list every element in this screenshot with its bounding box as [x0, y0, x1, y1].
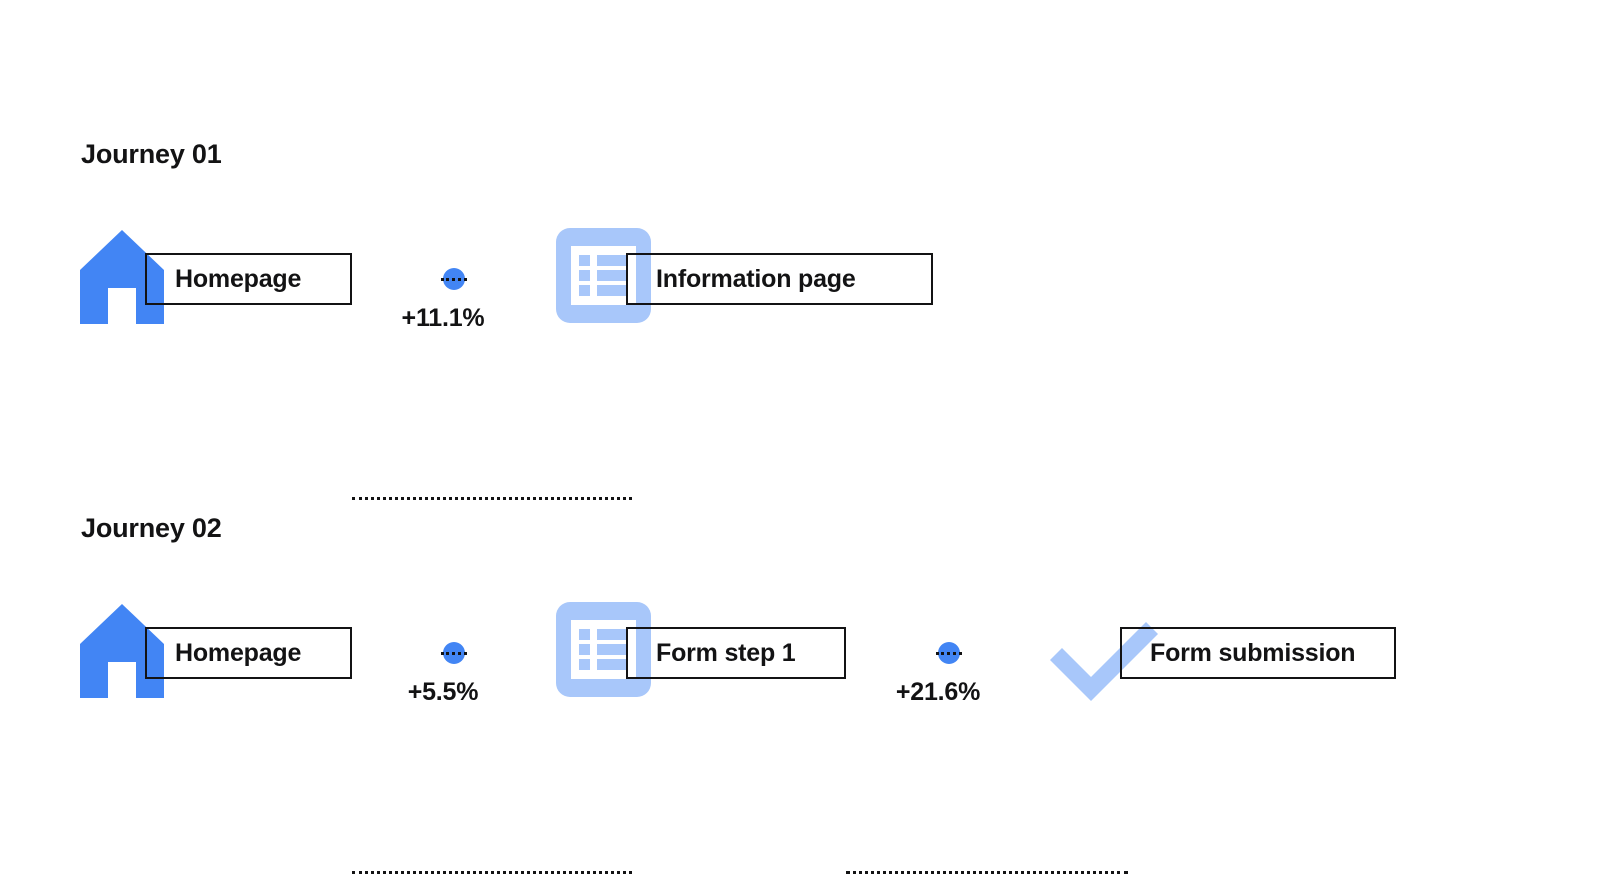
step-label-box[interactable]: Homepage [145, 253, 352, 305]
journey-title: Journey 01 [81, 139, 222, 169]
connector-line [352, 497, 632, 500]
step-label-text: Form submission [1150, 638, 1356, 667]
step-label-box[interactable]: Form step 1 [626, 627, 846, 679]
step-label-box[interactable]: Homepage [145, 627, 352, 679]
check-icon [1050, 596, 1158, 701]
step-label-text: Homepage [175, 264, 302, 293]
step-label-text: Homepage [175, 638, 302, 667]
document-list-icon [556, 602, 651, 697]
transition-percentage: +5.5% [407, 678, 479, 706]
journey-flow-01: Homepage +11.1% [0, 218, 1601, 500]
journey-title: Journey 02 [81, 513, 222, 543]
connector-line-overlay [441, 278, 467, 281]
step-label-box[interactable]: Form submission [1120, 627, 1396, 679]
house-icon [80, 604, 164, 698]
connector-line [846, 871, 1128, 874]
transition-percentage: +11.1% [401, 304, 485, 332]
transition-percentage: +21.6% [895, 678, 981, 706]
connector-line-overlay [936, 652, 962, 655]
step-label-text: Information page [656, 264, 856, 293]
house-icon [80, 230, 164, 324]
journey-flow-02: Homepage +5.5% [0, 592, 1601, 874]
step-label-box[interactable]: Information page [626, 253, 933, 305]
connector-line [352, 871, 632, 874]
connector-line-overlay [441, 652, 467, 655]
step-label-text: Form step 1 [656, 638, 796, 667]
